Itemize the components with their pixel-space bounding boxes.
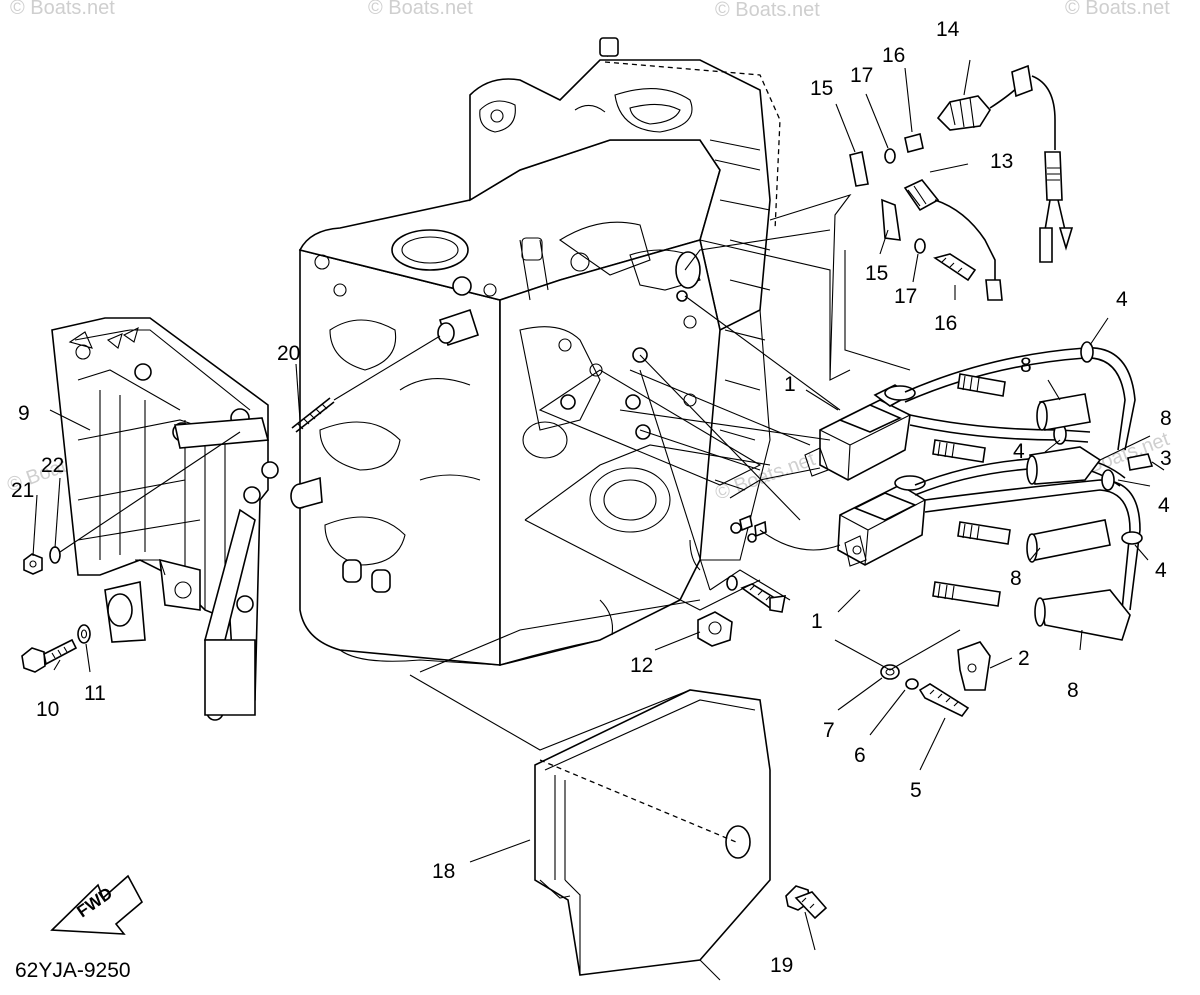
engine-block bbox=[290, 37, 781, 667]
callout-22: 22 bbox=[41, 454, 64, 477]
callout-3: 3 bbox=[1160, 447, 1172, 470]
callout-5: 5 bbox=[910, 779, 922, 802]
diagram-code: 62YJA-9250 bbox=[15, 959, 131, 982]
callout-20: 20 bbox=[277, 342, 300, 365]
callout-18: 18 bbox=[432, 860, 455, 883]
stud-20 bbox=[291, 335, 441, 433]
callout-4: 4 bbox=[1013, 440, 1025, 463]
callout-6: 6 bbox=[854, 744, 866, 767]
watermark-text: © Boats.net bbox=[715, 0, 820, 21]
callout-labels: 1 1 2 3 4 4 4 4 5 6 7 8 8 8 8 9 10 11 12… bbox=[11, 18, 1172, 977]
callout-8: 8 bbox=[1160, 407, 1172, 430]
callout-8: 8 bbox=[1010, 567, 1022, 590]
callout-7: 7 bbox=[823, 719, 835, 742]
cover-18 bbox=[534, 689, 828, 981]
callout-19: 19 bbox=[770, 954, 793, 977]
leader-lines bbox=[32, 59, 1165, 951]
watermark-text: © Boats.net bbox=[10, 0, 115, 19]
callout-8: 8 bbox=[1067, 679, 1079, 702]
callout-4: 4 bbox=[1116, 288, 1128, 311]
callout-14: 14 bbox=[936, 18, 960, 41]
coil-clamp-fasteners bbox=[880, 641, 991, 718]
callout-2: 2 bbox=[1018, 647, 1030, 670]
watermark-text: © Boats.net bbox=[368, 0, 473, 19]
callout-17: 17 bbox=[894, 285, 917, 308]
callout-13: 13 bbox=[990, 150, 1013, 173]
callout-16: 16 bbox=[934, 312, 957, 335]
callout-1: 1 bbox=[784, 373, 796, 396]
callout-11: 11 bbox=[84, 682, 106, 705]
assembly-guide-lines bbox=[409, 193, 961, 843]
fwd-arrow: FWD bbox=[50, 874, 144, 935]
callout-9: 9 bbox=[18, 402, 30, 425]
callout-15: 15 bbox=[865, 262, 888, 285]
callout-15: 15 bbox=[810, 77, 833, 100]
bracket-fasteners bbox=[21, 431, 241, 673]
callout-8: 8 bbox=[1020, 354, 1032, 377]
callout-17: 17 bbox=[850, 64, 873, 87]
callout-21: 21 bbox=[11, 479, 34, 502]
callout-1: 1 bbox=[811, 610, 823, 633]
callout-16: 16 bbox=[882, 44, 905, 67]
bracket-assembly bbox=[51, 317, 279, 721]
coil-mount-fasteners bbox=[726, 575, 786, 613]
ignition-coils bbox=[729, 384, 926, 567]
callout-4: 4 bbox=[1155, 559, 1167, 582]
callout-12: 12 bbox=[630, 654, 653, 677]
sensor-components bbox=[849, 64, 1074, 301]
callout-10: 10 bbox=[36, 698, 59, 721]
callout-4: 4 bbox=[1158, 494, 1170, 517]
spark-plug-wires bbox=[904, 341, 1154, 641]
watermark-text: © Boats.net bbox=[1065, 0, 1170, 19]
sensor-12 bbox=[697, 611, 733, 647]
